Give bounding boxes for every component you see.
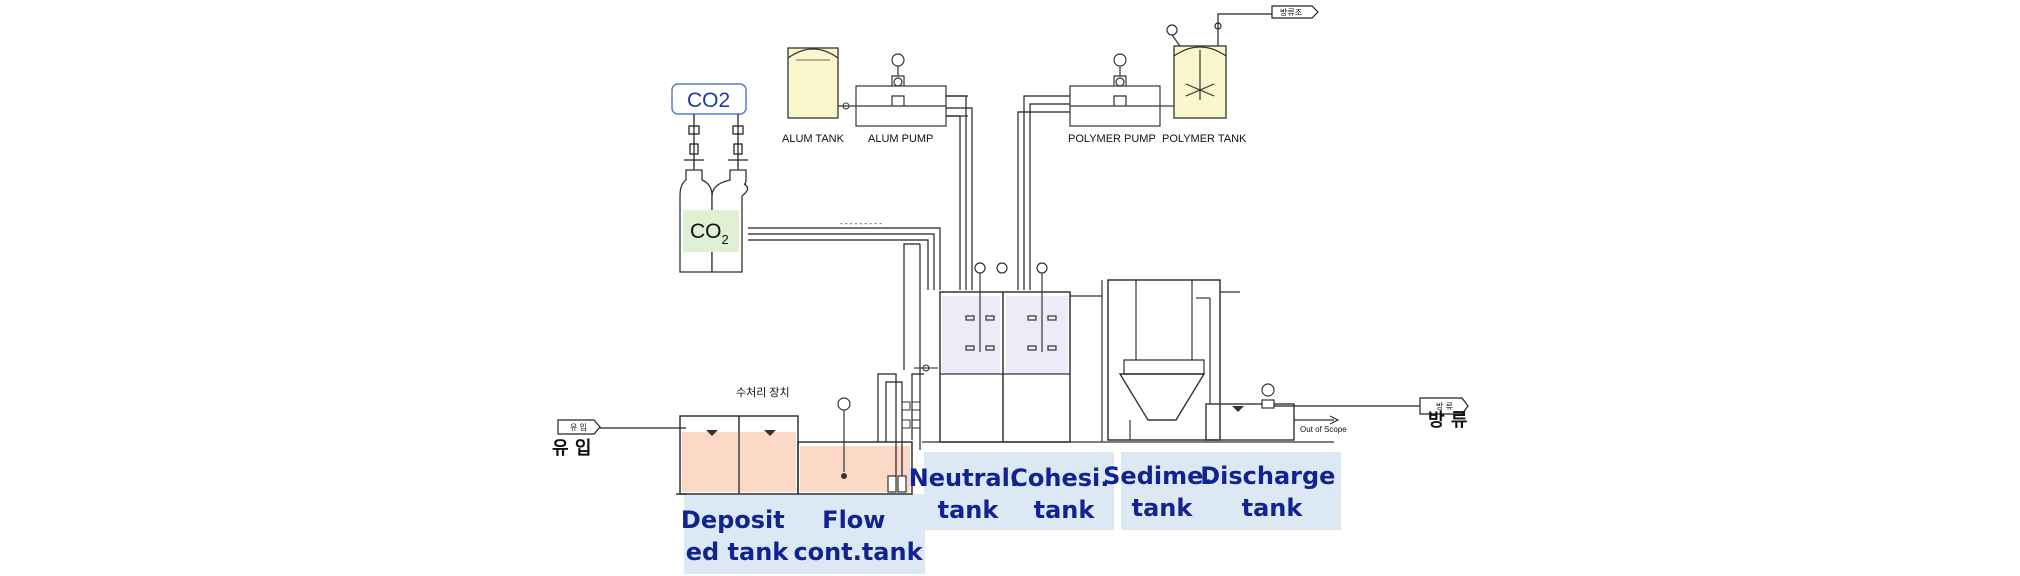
tank-labels: Deposit ed tank Flow cont.tank Neutral. … bbox=[681, 462, 1344, 566]
sedimentation-tank bbox=[1107, 279, 1240, 441]
polymer-pump-label: POLYMER PUMP bbox=[1068, 133, 1156, 145]
alum-pump bbox=[855, 53, 968, 127]
polymer-tank-label: POLYMER TANK bbox=[1162, 133, 1247, 145]
top-right-tag bbox=[1271, 5, 1319, 19]
alum-section: ALUM TANK ALUM PUMP bbox=[782, 47, 973, 290]
label-panel-deposited-flow bbox=[684, 494, 925, 574]
svg-text:방 류: 방 류 bbox=[1436, 401, 1453, 411]
outflow-label: 방 류 bbox=[1428, 410, 1467, 431]
treatment-device-label: 수처리 장치 bbox=[736, 386, 790, 399]
alum-tank bbox=[787, 47, 839, 119]
out-of-scope-label: Out of Scope bbox=[1300, 425, 1347, 434]
sedimentation-tank-label: Sedime. tank bbox=[1103, 462, 1221, 522]
polymer-pump bbox=[1069, 53, 1174, 127]
deposited-tank: 수처리 장치 bbox=[676, 386, 799, 495]
discharge-tank-label: Discharge tank bbox=[1200, 462, 1344, 522]
co2-section: CO2 CO2 - - - - - - - - - bbox=[671, 83, 941, 290]
co2-label-box-text: CO2 bbox=[687, 89, 730, 112]
flow-control-tank bbox=[797, 243, 924, 495]
polymer-section: POLYMER PUMP POLYMER TANK 방류조 bbox=[1017, 5, 1319, 290]
neutral-tank-label: Neutral. tank bbox=[909, 464, 1028, 524]
alum-tank-label: ALUM TANK bbox=[782, 133, 845, 145]
top-right-tag-text: 방류조 bbox=[1280, 7, 1302, 17]
outflow-tag bbox=[1419, 397, 1469, 415]
label-panel-neutral-cohesi bbox=[924, 452, 1114, 530]
deposited-tank-label: Deposit ed tank bbox=[681, 506, 793, 566]
flow-control-tank-label: Flow cont.tank bbox=[793, 506, 923, 566]
alum-pump-label: ALUM PUMP bbox=[868, 133, 933, 145]
svg-text:유 입: 유 입 bbox=[570, 423, 587, 432]
inflow-tag bbox=[557, 419, 601, 435]
inflow-section: 유 입 유 입 bbox=[552, 419, 686, 459]
svg-text:- - - - - - - - -: - - - - - - - - - bbox=[840, 219, 882, 228]
discharge-tank: Out of Scope bbox=[1196, 297, 1347, 441]
cohesion-tank-label: Cohesi. tank bbox=[1010, 464, 1117, 524]
outflow-section: 방 류 방 류 bbox=[1274, 397, 1469, 431]
inflow-label: 유 입 bbox=[552, 437, 591, 459]
mixing-tanks bbox=[914, 244, 1103, 450]
co2-cylinder-label-bg bbox=[683, 210, 739, 252]
co2-label-box bbox=[671, 83, 747, 115]
tank-label-panels bbox=[684, 452, 1341, 574]
label-panel-sedime-discharge bbox=[1121, 452, 1341, 530]
co2-cylinder-text: CO2 bbox=[690, 220, 729, 247]
